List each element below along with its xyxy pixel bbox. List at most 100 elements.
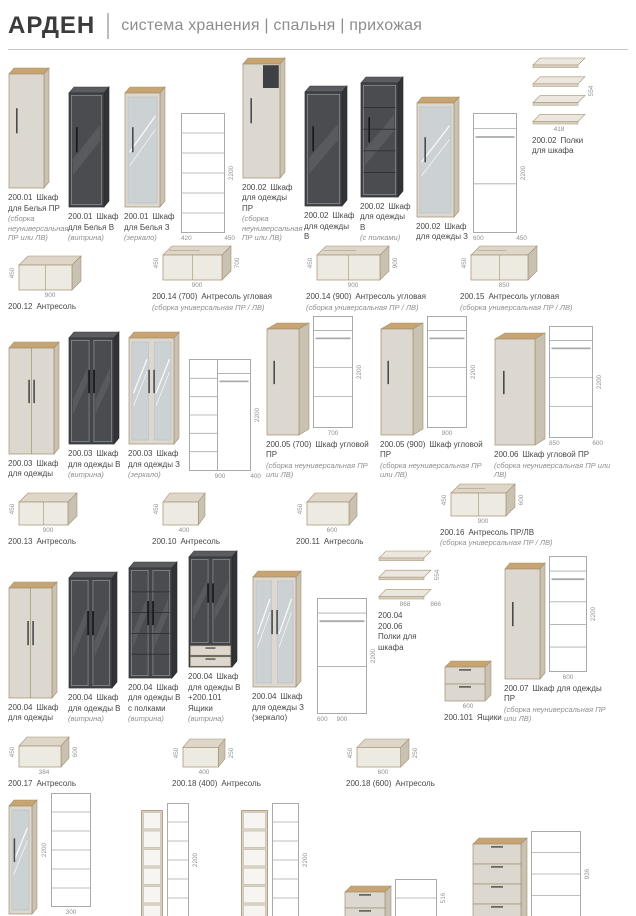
product-code: 200.04 xyxy=(8,702,33,712)
product-name: Полки для шкафа xyxy=(532,136,584,156)
product-name: Шкаф угловой ПР xyxy=(380,440,483,460)
product-code: 200.05 (700) xyxy=(266,440,312,450)
product-note: (сборка универсальная ПР / ЛВ) xyxy=(440,537,553,547)
product-code: 200.06 xyxy=(378,621,403,631)
product-code: 200.02 xyxy=(242,183,267,192)
dim-label: 450 xyxy=(297,503,304,514)
product-art xyxy=(252,569,312,689)
product-note: (зеркало) xyxy=(124,232,157,242)
drawer-unit-illustration xyxy=(472,837,528,916)
dim-label: 850 xyxy=(499,282,510,289)
dim-label: 600 xyxy=(72,746,79,757)
product-code: 200.02 xyxy=(532,136,557,145)
dim-label: 450 xyxy=(153,258,160,269)
cabinet-illustration xyxy=(8,67,50,190)
open-shelf-illustration xyxy=(241,809,268,916)
product-name: Шкаф для одежды xyxy=(8,702,59,722)
product-200.08: 2200300200.08Шкаф завершающий ПР(сборка … xyxy=(8,791,136,916)
product-name: Шкаф угловой ПР xyxy=(522,450,590,460)
product-name: Шкаф для одежды ПР xyxy=(504,683,602,704)
product-code: 200.12 xyxy=(8,301,33,311)
product-code: 200.01 xyxy=(124,212,149,222)
cabinet-illustration xyxy=(504,561,546,680)
dim-label: 2200 xyxy=(356,365,363,380)
product-name: Шкаф угловой ПР xyxy=(266,440,369,460)
cabinet-illustration xyxy=(8,340,60,455)
dim-label: 300 xyxy=(66,909,77,916)
product-art xyxy=(416,95,468,219)
cabinet-illustration xyxy=(188,550,238,669)
product-name: Антресоль xyxy=(395,778,435,788)
dim-label: 2200 xyxy=(302,852,309,867)
product-200.09400: 2200400200.09 (400)Стеллаж xyxy=(140,791,236,916)
product-note: (сборка неуниверсальная ПР или ЛВ) xyxy=(266,460,368,480)
product-name: Полки для шкафа xyxy=(378,632,417,652)
cabinet-illustration xyxy=(416,95,460,218)
wireframe-box-diagram: 516404 xyxy=(395,878,447,916)
product-caption: 200.05 (700)Шкаф угловой ПР(сборка неуни… xyxy=(266,440,376,480)
dim-label: 400 xyxy=(199,769,210,776)
product-name: Шкаф для одежды В с полками xyxy=(128,682,181,713)
product-code: 200.04 xyxy=(252,692,277,702)
cabinet-illustration xyxy=(242,57,286,179)
dim-label: 450 xyxy=(347,747,354,758)
product-code: 200.02 xyxy=(416,221,441,231)
product-art: 936404 xyxy=(472,829,608,916)
dim-label: 2200 xyxy=(520,166,527,181)
product-art xyxy=(128,560,184,680)
product-code: 200.101 xyxy=(444,712,473,722)
product-name: Антресоль xyxy=(323,536,364,546)
product-code: 200.05 (900) xyxy=(380,440,426,450)
product-code: 200.17 xyxy=(8,778,33,788)
product-note: (сборка неуниверсальная ПР или ЛВ) xyxy=(8,214,69,242)
cabinet-illustration xyxy=(68,331,120,446)
dim-label: 600 xyxy=(563,674,574,681)
product-code: 200.10 xyxy=(152,536,177,546)
dim-label: 2200 xyxy=(228,166,235,181)
product-caption: 200.05 (900)Шкаф угловой ПР(сборка неуни… xyxy=(380,440,490,480)
cabinet-illustration xyxy=(128,560,178,679)
catalog-row-1: 200.01 Шкаф для Белья ПР(сборка неуниверс… xyxy=(8,56,628,242)
product-code: 200.04 xyxy=(188,672,213,682)
product-name: Шкаф для Белья ПР xyxy=(8,193,60,213)
